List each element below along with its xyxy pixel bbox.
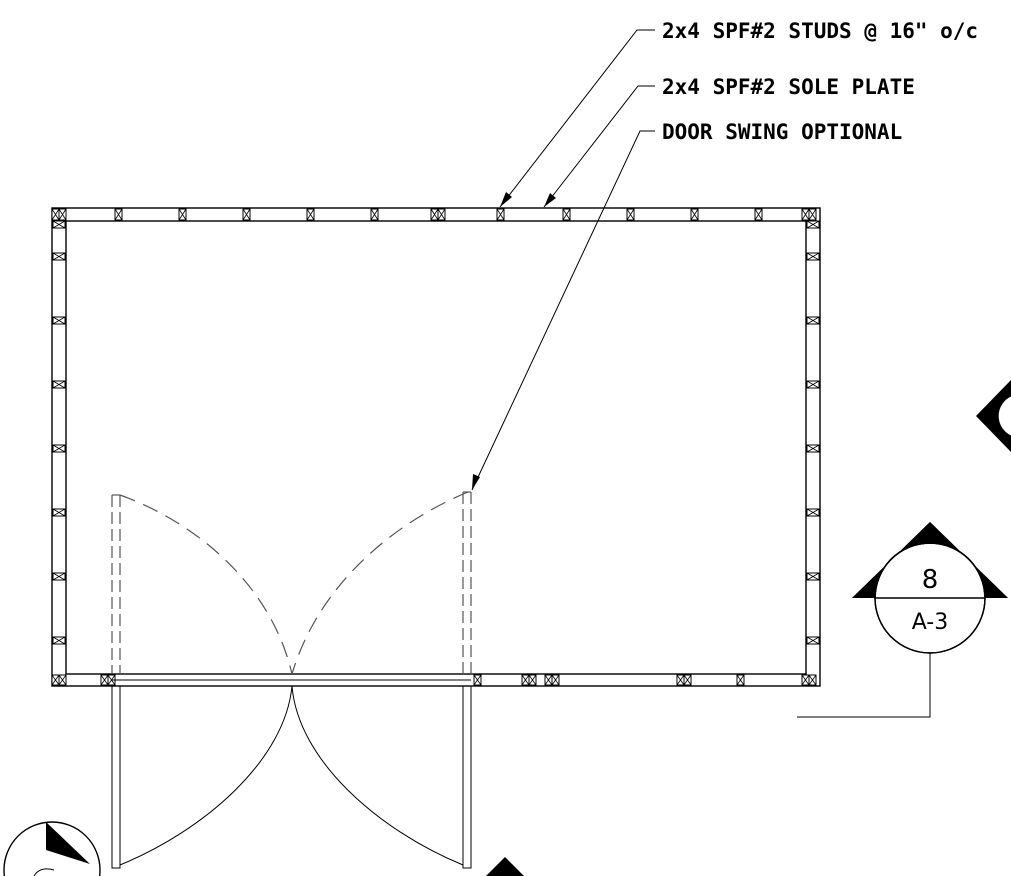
stud <box>52 380 66 389</box>
stud <box>754 208 763 221</box>
stud <box>808 674 817 686</box>
stud <box>683 674 692 686</box>
stud <box>242 208 251 221</box>
stud <box>52 316 66 325</box>
stud <box>806 572 820 581</box>
sole-plate-note: 2x4 SPF#2 SOLE PLATE <box>662 75 915 99</box>
stud <box>306 208 315 221</box>
stud <box>676 674 685 686</box>
section-number: 8 <box>922 565 939 595</box>
stud <box>801 208 810 221</box>
door-leaves <box>111 679 472 869</box>
stud <box>806 220 820 229</box>
stud <box>626 208 635 221</box>
stud <box>100 674 109 686</box>
stud <box>370 208 379 221</box>
stud <box>528 674 537 686</box>
stud <box>114 208 123 221</box>
stud <box>107 674 116 686</box>
stud <box>496 208 505 221</box>
stud <box>551 674 560 686</box>
stud <box>806 380 820 389</box>
door-swing-note: DOOR SWING OPTIONAL <box>662 120 902 144</box>
stud <box>52 252 66 261</box>
section-marker: 8 A-3 <box>797 522 1008 718</box>
stud <box>806 636 820 645</box>
section-sheet: A-3 <box>912 610 949 635</box>
wall-frame <box>51 207 821 687</box>
stud <box>52 636 66 645</box>
stud <box>178 208 187 221</box>
partial-marker-right <box>976 380 1011 452</box>
stud <box>521 674 530 686</box>
stud <box>52 220 66 229</box>
stud <box>544 674 553 686</box>
partial-marker-bottom <box>486 857 524 876</box>
stud <box>51 208 60 221</box>
stud <box>801 674 810 686</box>
stud <box>58 208 67 221</box>
studs-group <box>51 208 820 686</box>
stud <box>806 508 820 517</box>
stud <box>808 208 817 221</box>
stud <box>806 316 820 325</box>
stud <box>58 674 67 686</box>
stud <box>736 674 745 686</box>
stud <box>806 252 820 261</box>
stud <box>51 674 60 686</box>
stud <box>52 508 66 517</box>
studs-note: 2x4 SPF#2 STUDS @ 16" o/c <box>662 19 978 43</box>
stud <box>430 208 439 221</box>
partial-marker-bottom-left <box>3 821 101 876</box>
stud <box>52 572 66 581</box>
optional-door-swing <box>111 491 472 675</box>
leader-lines <box>471 29 655 491</box>
stud <box>473 674 482 686</box>
stud <box>52 444 66 453</box>
stud <box>690 208 699 221</box>
stud <box>562 208 571 221</box>
stud <box>437 208 446 221</box>
stud <box>806 444 820 453</box>
